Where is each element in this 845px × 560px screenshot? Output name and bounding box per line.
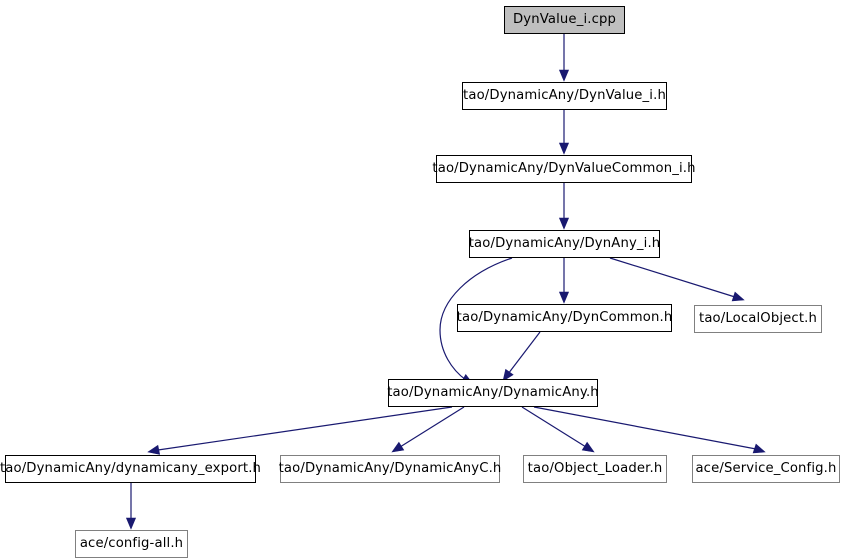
graph-edge-arrowhead	[581, 441, 595, 453]
graph-node-label: tao/LocalObject.h	[699, 311, 817, 327]
graph-edge-arrowhead	[147, 444, 161, 455]
graph-edge-arrowhead	[558, 142, 570, 155]
graph-edge-arrowhead	[558, 69, 570, 82]
graph-node-dynany-i-h[interactable]: tao/DynamicAny/DynAny_i.h	[469, 230, 660, 258]
graph-edge-arrowhead	[558, 217, 570, 230]
graph-edge	[507, 331, 541, 375]
graph-node-label: tao/DynamicAny/dynamicany_export.h	[0, 461, 262, 477]
graph-node-localobject-h[interactable]: tao/LocalObject.h	[694, 305, 822, 333]
graph-edge-arrowhead	[125, 517, 137, 530]
graph-edge	[533, 406, 757, 450]
graph-node-dyncommon-h[interactable]: tao/DynamicAny/DynCommon.h	[457, 304, 672, 332]
graph-node-label: tao/DynamicAny/DynamicAny.h	[387, 385, 599, 401]
graph-node-dynamicany-h[interactable]: tao/DynamicAny/DynamicAny.h	[387, 379, 599, 407]
graph-edge-arrowhead	[752, 443, 766, 454]
graph-node-label: tao/DynamicAny/DynCommon.h	[456, 310, 673, 326]
graph-edge-arrowhead	[731, 291, 745, 302]
graph-node-dynvalue-i-cpp[interactable]: DynValue_i.cpp	[504, 6, 625, 34]
graph-node-label: tao/Object_Loader.h	[527, 461, 663, 477]
graph-node-service-config-h[interactable]: ace/Service_Config.h	[692, 455, 840, 483]
graph-node-label: DynValue_i.cpp	[512, 12, 617, 28]
graph-node-label: tao/DynamicAny/DynValueCommon_i.h	[432, 161, 696, 177]
graph-edge	[521, 406, 587, 448]
graph-node-label: ace/Service_Config.h	[695, 461, 837, 477]
graph-node-label: tao/DynamicAny/DynamicAnyC.h	[278, 461, 502, 477]
graph-edge	[439, 257, 513, 381]
graph-edge	[157, 406, 453, 451]
graph-node-object-loader-h[interactable]: tao/Object_Loader.h	[523, 455, 667, 483]
graph-node-label: ace/config-all.h	[79, 536, 184, 552]
graph-edge	[399, 406, 465, 448]
graph-node-label: tao/DynamicAny/DynValue_i.h	[463, 88, 666, 104]
graph-edge-arrowhead	[391, 441, 405, 453]
graph-node-config-all-h[interactable]: ace/config-all.h	[75, 530, 188, 558]
graph-node-label: tao/DynamicAny/DynAny_i.h	[468, 236, 661, 252]
graph-edge	[609, 257, 736, 298]
graph-node-dynamicanyc-h[interactable]: tao/DynamicAny/DynamicAnyC.h	[279, 455, 501, 483]
graph-node-dynamicany-export-h[interactable]: tao/DynamicAny/dynamicany_export.h	[0, 455, 261, 483]
graph-node-dynvalue-i-h[interactable]: tao/DynamicAny/DynValue_i.h	[462, 82, 667, 110]
graph-node-dynvaluecommon-i-h[interactable]: tao/DynamicAny/DynValueCommon_i.h	[432, 155, 695, 183]
graph-edge-arrowhead	[558, 291, 570, 304]
graph-edge-arrowhead	[502, 368, 514, 382]
